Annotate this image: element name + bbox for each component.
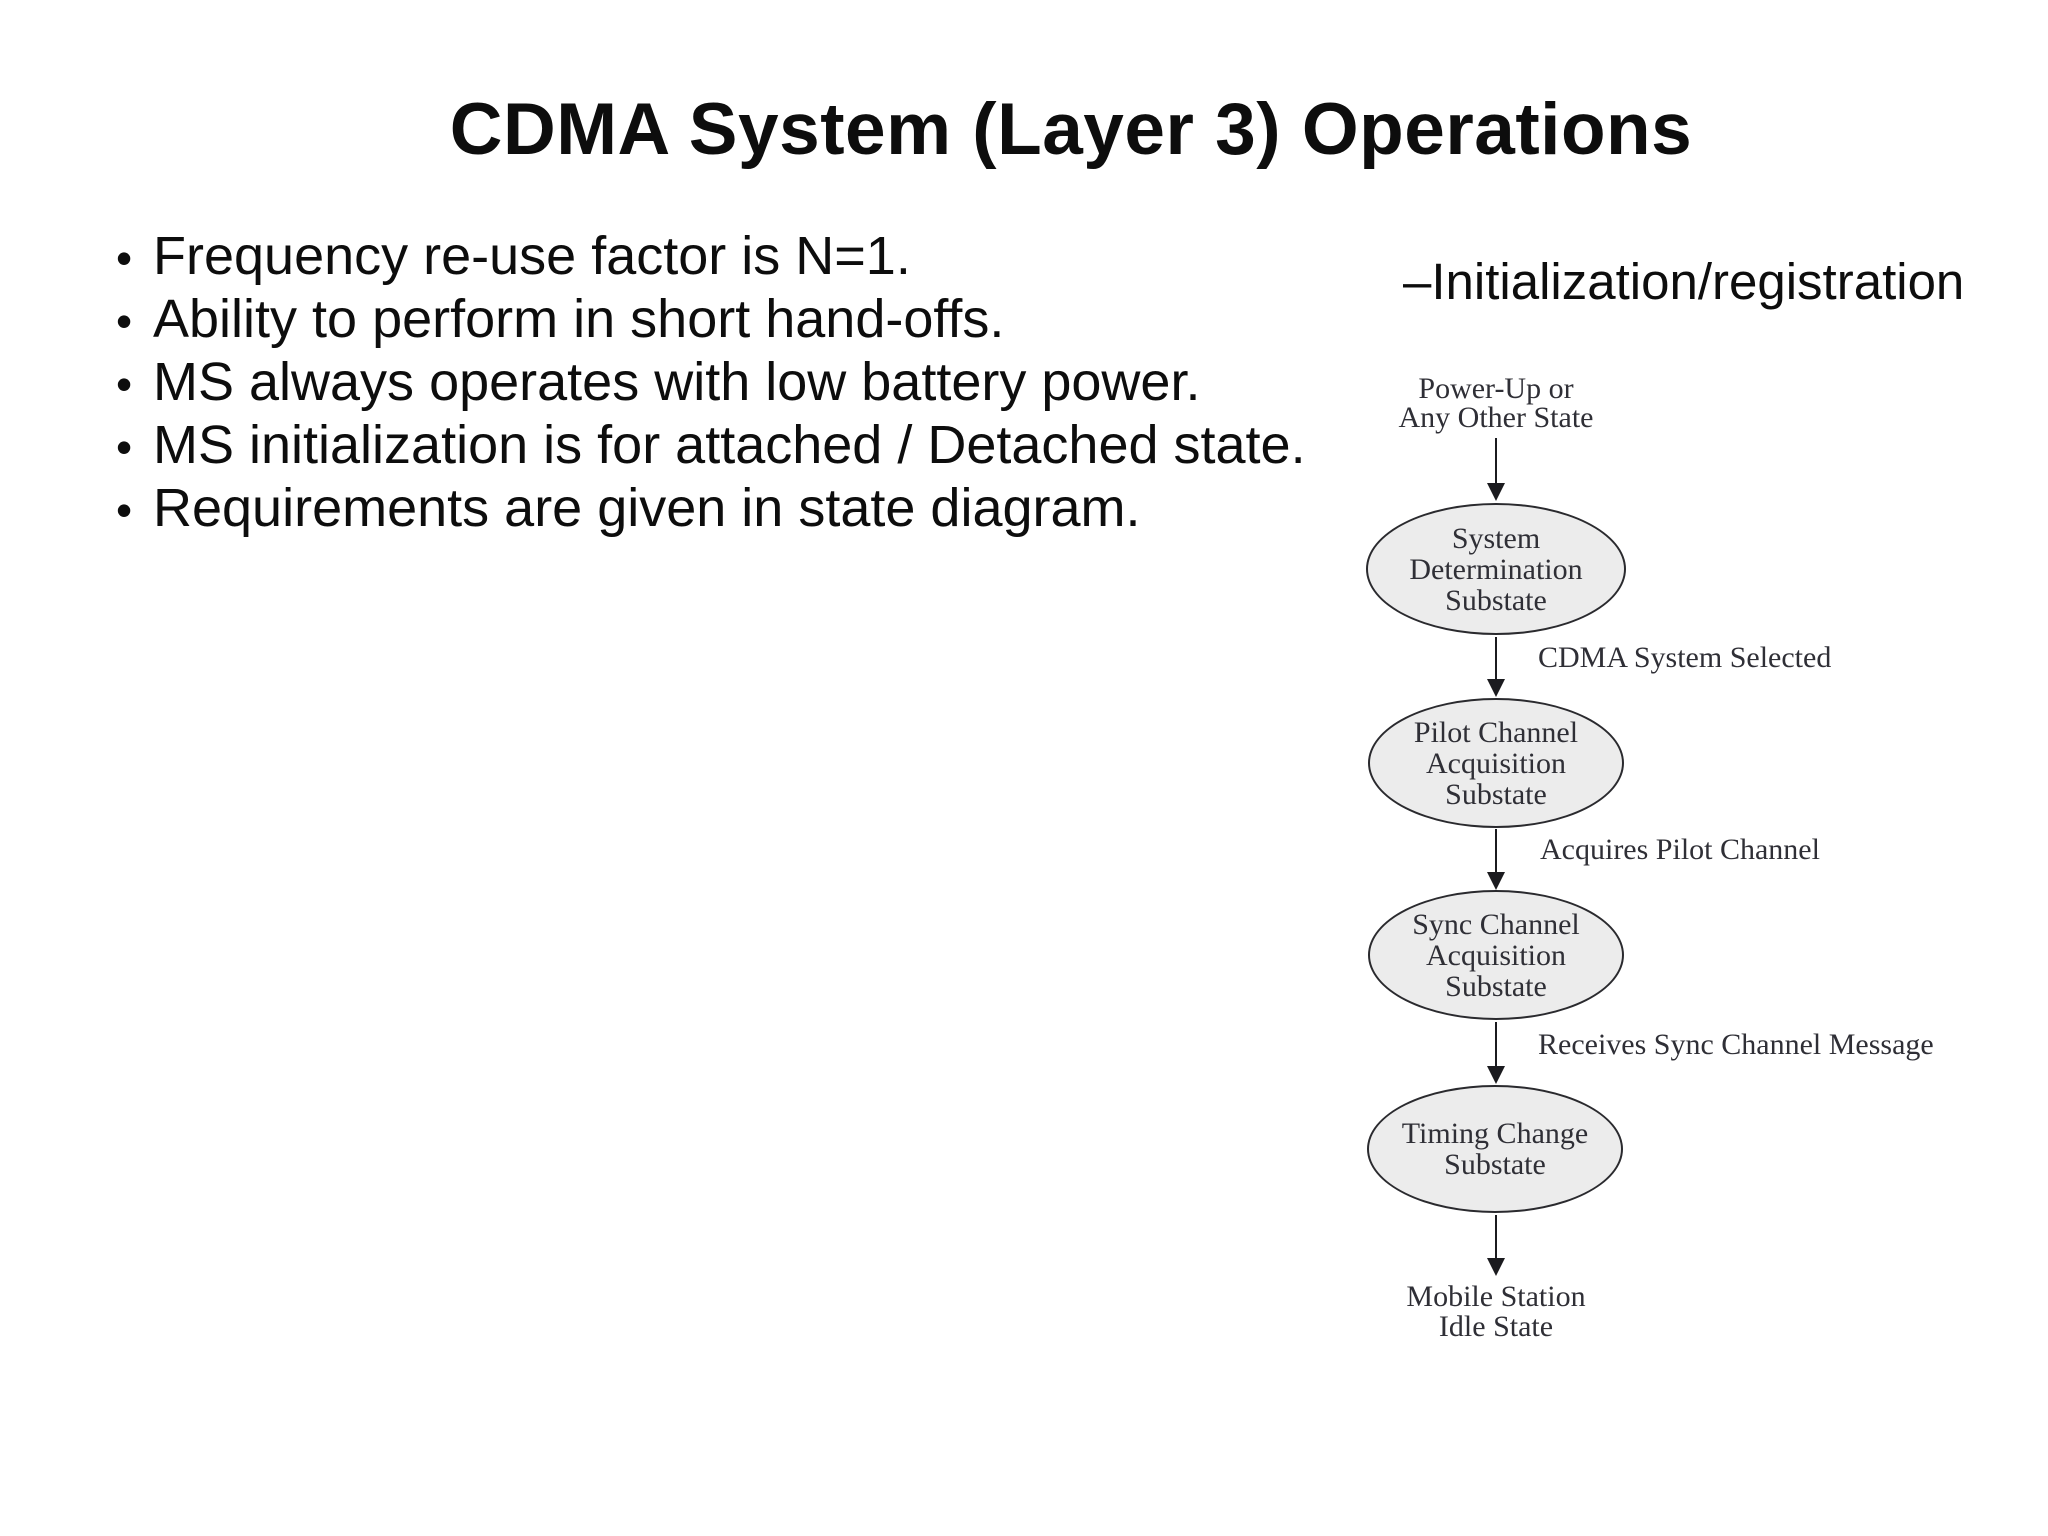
arrow-head [1487, 1258, 1505, 1276]
node-label-line: Acquisition [1426, 746, 1566, 780]
node-system-determination-substate: System Determination Substate [1366, 503, 1626, 635]
transition-label-cdma-system-selected: CDMA System Selected [1538, 641, 1832, 674]
bullet-icon: • [116, 484, 133, 536]
node-timing-change-substate: Timing Change Substate [1367, 1085, 1623, 1213]
list-item: • Frequency re-use factor is N=1. [108, 226, 1208, 289]
node-label-line: Pilot Channel [1413, 715, 1579, 749]
arrow-shaft [1495, 438, 1497, 485]
start-state-line: Any Other State [1398, 401, 1594, 434]
bullet-text: MS always operates with low battery powe… [153, 352, 1201, 412]
bullet-icon: • [116, 295, 133, 347]
node-sync-channel-acquisition-substate: Sync Channel Acquisition Substate [1368, 890, 1624, 1020]
node-pilot-channel-acquisition-substate: Pilot Channel Acquisition Substate [1368, 698, 1624, 828]
node-label-line: Substate [1445, 969, 1547, 1003]
start-state-line: Power-Up or [1418, 372, 1574, 405]
section-heading: –Initialization/registration [1403, 253, 1965, 310]
arrow-head [1487, 1066, 1505, 1084]
start-state-label: Power-Up or Any Other State [1340, 372, 1652, 434]
transition-label-receives-sync-channel-message: Receives Sync Channel Message [1538, 1028, 1934, 1061]
arrow-shaft [1495, 829, 1497, 874]
end-state-label: Mobile Station Idle State [1340, 1282, 1652, 1342]
arrow-shaft [1495, 1022, 1497, 1068]
node-label-line: Timing Change [1401, 1117, 1589, 1150]
page-title: CDMA System (Layer 3) Operations [449, 88, 1693, 170]
transition-label-acquires-pilot-channel: Acquires Pilot Channel [1540, 833, 1820, 866]
end-state-line: Mobile Station [1406, 1280, 1586, 1313]
bullet-icon: • [116, 232, 133, 284]
end-state-line: Idle State [1438, 1310, 1554, 1343]
list-item: • MS always operates with low battery po… [108, 352, 1208, 415]
arrow-shaft [1495, 1215, 1497, 1260]
bullet-text: Ability to perform in short hand-offs. [153, 289, 1005, 349]
node-label-line: System [1451, 521, 1541, 555]
arrow-shaft [1495, 637, 1497, 681]
node-label-line: Substate [1445, 777, 1547, 811]
list-item: • Requirements are given in state diagra… [108, 478, 1208, 541]
arrow-head [1487, 872, 1505, 890]
node-label-line: Substate [1444, 1148, 1546, 1181]
node-label-line: Determination [1409, 552, 1583, 586]
bullet-list: • Frequency re-use factor is N=1. • Abil… [108, 226, 1306, 541]
bullet-text: Requirements are given in state diagram. [153, 478, 1141, 538]
bullet-text: MS initialization is for attached / Deta… [153, 415, 1306, 475]
bullet-icon: • [116, 421, 133, 473]
node-label-line: Substate [1445, 583, 1547, 617]
arrow-head [1487, 679, 1505, 697]
bullet-icon: • [116, 358, 133, 410]
node-label-line: Sync Channel [1412, 907, 1580, 941]
state-diagram: Power-Up or Any Other State System Deter… [1340, 370, 2000, 1380]
bullet-text: Frequency re-use factor is N=1. [153, 226, 911, 286]
arrow-head [1487, 483, 1505, 501]
list-item: • Ability to perform in short hand-offs. [108, 289, 1208, 352]
node-label-line: Acquisition [1426, 938, 1566, 972]
list-item: • MS initialization is for attached / De… [108, 415, 1306, 478]
